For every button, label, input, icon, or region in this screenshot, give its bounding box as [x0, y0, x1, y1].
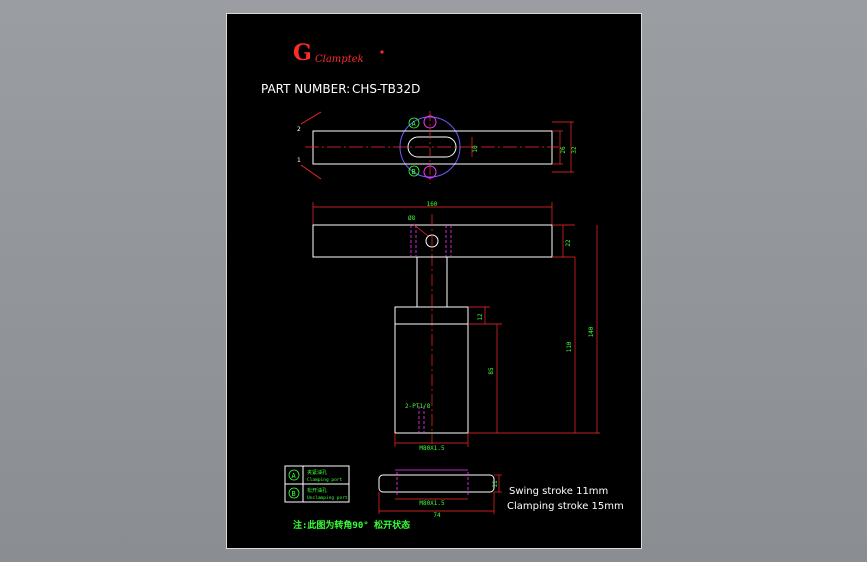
legend-a-en: Clamping port — [307, 477, 343, 483]
logo-brand-name: Clamptek — [315, 54, 364, 65]
logo-dot-icon — [380, 50, 384, 54]
port-circle-top — [423, 115, 437, 129]
dim-arm-height: 22 — [565, 239, 572, 247]
dim-height-inner: 110 — [566, 341, 573, 352]
logo-mark: G — [293, 40, 312, 66]
legend-b-cn: 松开油孔 — [307, 487, 327, 494]
clamping-stroke-spec: Clamping stroke 15mm — [507, 501, 624, 512]
dim-body-height: 85 — [488, 367, 495, 375]
port-legend: A 夹紧油孔 Clamping port B 松开油孔 Unclamping p… — [284, 465, 350, 503]
position-line-1 — [300, 164, 322, 180]
marker-b-icon — [408, 165, 420, 177]
part-number-value: CHS-TB32D — [352, 82, 420, 96]
front-view: 160 Ø8 2-PT1/8 M80X1.5 — [312, 201, 600, 452]
dim-port-label: 2-PT1/8 — [405, 403, 431, 410]
technical-drawing: G Clamptek PART NUMBER: CHS-TB32D A B — [261, 40, 624, 531]
marker-a-label: A — [412, 120, 417, 128]
dim-thread: M80X1.5 — [419, 500, 445, 507]
dim-overall-length: 160 — [427, 201, 438, 208]
dim-hole: Ø8 — [408, 215, 416, 222]
part-number-label: PART NUMBER: — [261, 82, 350, 96]
clamp-arm — [312, 224, 553, 258]
position-label-1: 1 — [297, 157, 301, 164]
position-label-2: 2 — [297, 126, 301, 133]
position-line-2 — [300, 111, 322, 125]
legend-b-icon — [288, 487, 300, 499]
drawing-note: 注:此图为转角90° 松开状态 — [293, 519, 410, 531]
leader-line — [412, 223, 429, 237]
dim-thread: M80X1.5 — [419, 445, 445, 452]
dim-height-overall: 140 — [588, 326, 595, 337]
marker-a-icon — [408, 117, 420, 129]
dim-width-outer: 32 — [571, 146, 578, 154]
legend-a-marker: A — [292, 472, 297, 480]
legend-b-marker: B — [292, 490, 296, 498]
dim-body-top: 12 — [477, 313, 484, 321]
bottom-view: 11 M80X1.5 74 — [378, 469, 502, 519]
dim-width: 74 — [433, 512, 441, 519]
legend-a-cn: 夹紧油孔 — [307, 469, 327, 476]
top-view: A B 2 1 26 32 10 — [297, 111, 578, 184]
base-flange — [378, 474, 495, 493]
dim-width-inner: 26 — [560, 146, 567, 154]
swing-stroke-spec: Swing stroke 11mm — [509, 486, 608, 497]
marker-b-label: B — [412, 168, 416, 176]
legend-b-en: Unclamping port — [307, 495, 348, 501]
body-cap — [394, 306, 469, 325]
arm-outline-top — [312, 130, 553, 165]
drawing-sheet: G Clamptek PART NUMBER: CHS-TB32D A B — [226, 13, 642, 549]
port-circle-bottom — [423, 165, 437, 179]
cylinder-body — [394, 323, 469, 434]
legend-a-icon — [288, 469, 300, 481]
dim-slot: 10 — [472, 145, 479, 153]
dim-height: 11 — [492, 480, 499, 488]
brand-logo: G Clamptek — [293, 40, 384, 66]
